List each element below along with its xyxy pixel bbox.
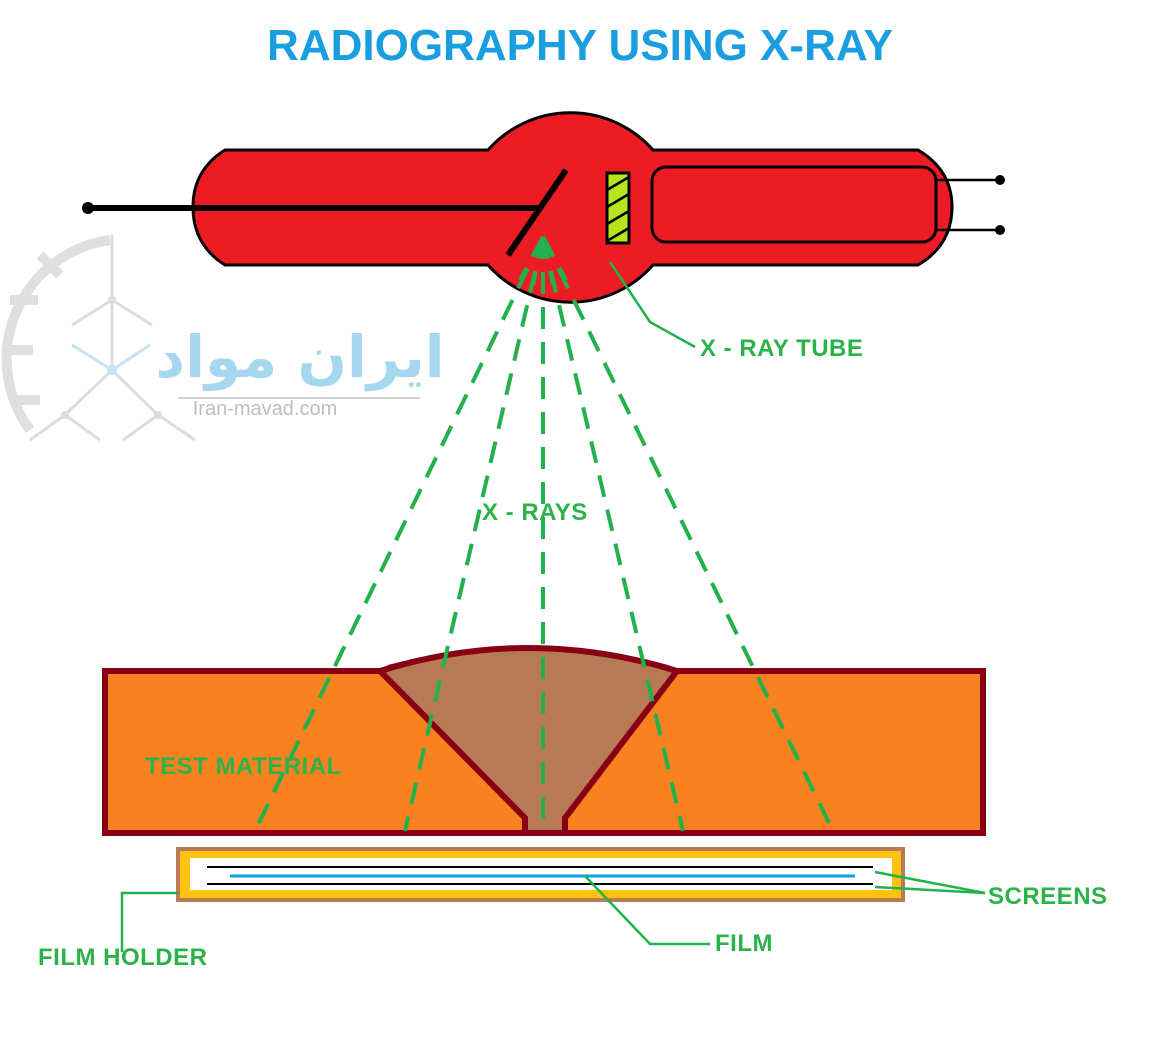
leader-screen-2 [874,885,986,895]
cathode-block [605,171,631,245]
xray-beams [253,236,835,832]
gear-watermark-icon [1,235,111,433]
ray-1 [253,236,545,832]
network-watermark-icon [29,235,196,442]
anode-target [505,168,569,257]
terminal-left [82,202,94,214]
ray-5b [541,236,568,281]
label-xray-tube: X - RAY TUBE [700,335,863,362]
ray-2 [403,236,545,832]
tube-envelope [191,111,954,304]
ray-5 [541,236,835,832]
label-film-holder: FILM HOLDER [38,944,207,971]
film-holder [176,847,905,902]
xray-tube [82,111,1005,304]
holder-interior [190,858,892,890]
watermark: ایران مواد Iran-mavad.com [1,235,445,442]
leader-lines [120,261,986,952]
ray-4b [541,236,555,286]
leader-screen-1 [874,870,986,895]
terminal-bottom [995,225,1005,235]
leader-film [584,875,710,946]
leader-tube [608,261,696,349]
filament-housing [650,165,938,244]
cathode-hatching [606,175,630,243]
ray-4 [541,236,685,832]
label-screens: SCREENS [988,883,1108,910]
page-title: RADIOGRAPHY USING X-RAY [267,21,893,70]
watermark-url: Iran-mavad.com [193,398,338,420]
ray-1b [518,236,545,281]
label-xrays: X - RAYS [482,499,588,526]
label-test-material: TEST MATERIAL [145,753,342,780]
weld-cap [387,646,669,669]
ray-2b [531,236,545,286]
leader-holder [120,891,178,952]
watermark-brand: ایران مواد [155,323,444,392]
terminal-top [995,175,1005,185]
label-film: FILM [715,930,773,957]
